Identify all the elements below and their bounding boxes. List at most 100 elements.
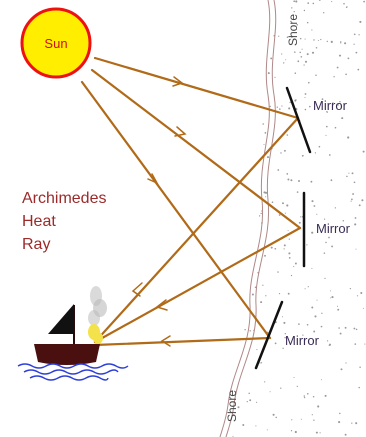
sand-speck — [330, 290, 331, 291]
sand-speck — [317, 405, 319, 407]
sand-speck — [283, 322, 285, 324]
sand-speck — [331, 296, 333, 298]
sand-speck — [324, 219, 325, 220]
sand-speck — [293, 377, 294, 378]
sand-speck — [316, 214, 317, 215]
sand-speck — [341, 368, 343, 370]
mirror-top — [287, 88, 310, 152]
sand-speck — [340, 41, 341, 42]
sand-speck — [278, 36, 279, 37]
sand-speck — [282, 348, 283, 349]
sand-speck — [325, 395, 327, 397]
sand-speck — [263, 191, 265, 193]
sand-speck — [345, 73, 347, 75]
sand-speck — [359, 366, 360, 367]
sand-speck — [301, 56, 303, 58]
sand-speck — [281, 53, 282, 54]
sand-speck — [294, 51, 296, 53]
sand-speck — [308, 286, 309, 287]
sand-speck — [242, 424, 244, 426]
sand-speck — [348, 173, 349, 174]
sand-speck — [319, 146, 321, 148]
sand-speck — [279, 293, 280, 294]
sand-speck — [283, 62, 284, 63]
sand-speck — [335, 127, 337, 129]
sand-speck — [331, 41, 333, 43]
sand-speck — [259, 215, 260, 216]
light-rays — [82, 58, 300, 345]
sand-speck — [271, 247, 273, 249]
sand-speck — [265, 196, 266, 197]
sand-speck — [313, 420, 314, 421]
sand-speck — [338, 421, 340, 423]
sand-speck — [323, 12, 324, 13]
sand-speck — [354, 223, 356, 225]
sand-speck — [353, 328, 355, 330]
sand-speck — [285, 213, 286, 214]
sand-speck — [252, 293, 254, 295]
sand-speck — [268, 72, 270, 74]
sand-speck — [286, 134, 288, 136]
sand-speck — [297, 191, 299, 193]
sand-speck — [265, 295, 266, 296]
sand-speck — [260, 362, 261, 363]
sand-speck — [351, 201, 352, 202]
sand-speck — [295, 431, 297, 433]
sand-speck — [295, 263, 297, 265]
sand-speck — [311, 307, 313, 309]
shore-label-top: Shore — [286, 14, 300, 46]
sand-speck — [247, 401, 248, 402]
sand-speck — [291, 419, 292, 420]
sand-speck — [280, 388, 281, 389]
sand-speck — [352, 172, 354, 174]
sand-speck — [288, 293, 290, 295]
sand-speck — [256, 402, 257, 403]
sand-speck — [326, 126, 328, 128]
ray-mirror-bottom-to-ship — [95, 338, 270, 345]
sand-speck — [274, 248, 276, 250]
sand-speck — [273, 414, 275, 416]
sand-speck — [282, 202, 284, 204]
sand-speck — [300, 38, 302, 40]
sun: Sun — [22, 9, 90, 77]
sand-speck — [279, 214, 281, 216]
sand-speck — [302, 49, 303, 50]
sand-speck — [339, 55, 341, 57]
sand-speck — [270, 391, 271, 392]
sand-speck — [307, 393, 309, 395]
sand-speck — [248, 393, 249, 394]
sand-speck — [359, 21, 361, 23]
sand-speck — [316, 300, 317, 301]
sand-speck — [325, 242, 326, 243]
sand-speck — [270, 57, 272, 59]
sand-speck — [262, 123, 264, 125]
sand-speck — [265, 132, 267, 134]
sand-speck — [293, 0, 295, 2]
sand-speck — [354, 181, 356, 183]
sand-speck — [353, 44, 354, 45]
sand-speck — [267, 156, 269, 158]
sand-speck — [267, 429, 268, 430]
sand-speck — [315, 75, 317, 77]
sand-speck — [291, 7, 292, 8]
sand-speck — [287, 179, 289, 181]
sand-speck — [346, 176, 348, 178]
sand-speck — [297, 386, 298, 387]
ship-sail — [48, 304, 74, 334]
sand-speck — [363, 308, 364, 309]
sand-speck — [348, 58, 350, 60]
sand-speck — [289, 257, 291, 259]
mirror-bottom — [256, 302, 282, 368]
shore-line-inner — [226, 0, 276, 437]
sand-speck — [316, 47, 318, 49]
sand-speck — [310, 181, 312, 183]
ray-sun-to-mirror-top — [95, 58, 298, 118]
sand-speck — [261, 362, 262, 363]
sand-speck — [357, 69, 359, 71]
sand-speck — [357, 295, 358, 296]
ship-hull — [34, 344, 100, 365]
sand-speck — [304, 395, 306, 397]
sand-speck — [358, 34, 359, 35]
sand-speck — [260, 301, 262, 303]
sand-speck — [300, 216, 301, 217]
